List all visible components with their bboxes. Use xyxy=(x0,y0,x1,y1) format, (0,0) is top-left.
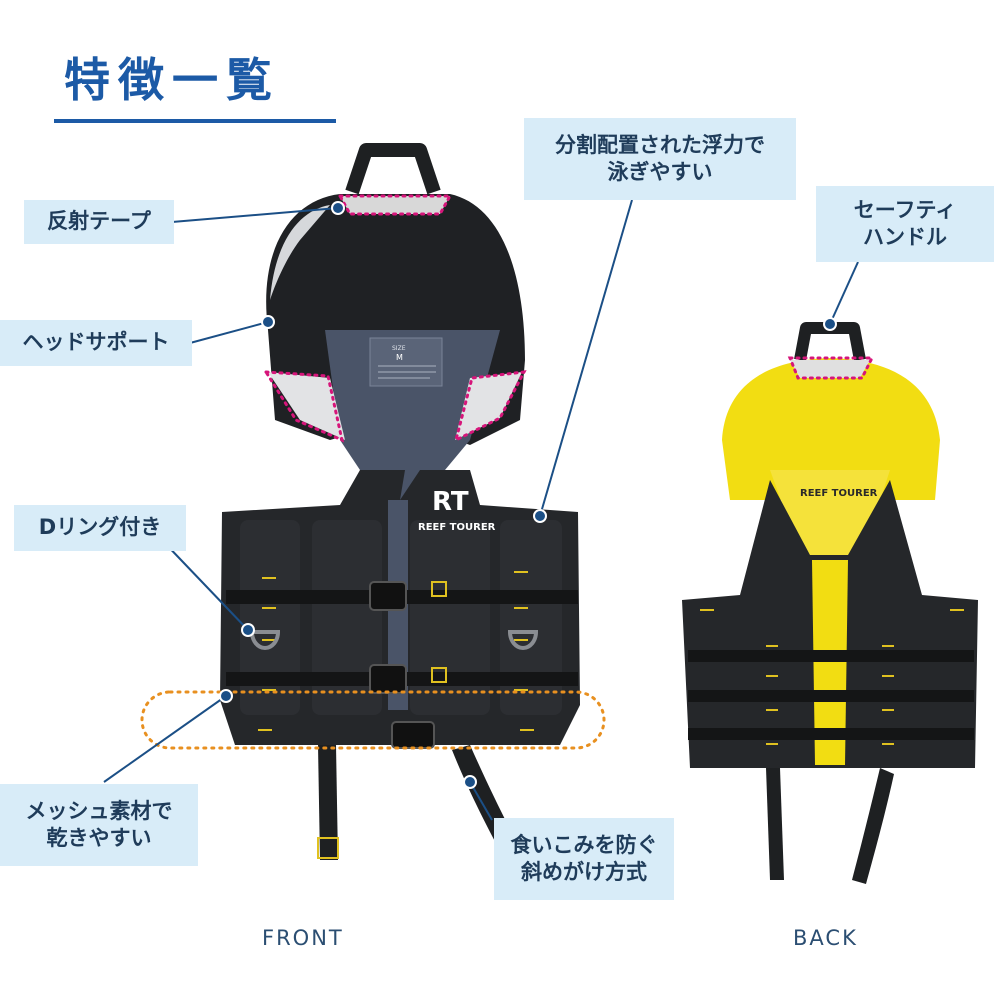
callout-safety-handle: セーフティ ハンドル xyxy=(816,186,994,262)
size-tag xyxy=(369,337,443,387)
highlight-front-right-lapel xyxy=(453,370,527,443)
highlight-back-reflective-tape xyxy=(787,356,875,380)
highlight-outlines xyxy=(140,194,875,750)
size-tag-size: M xyxy=(396,353,403,362)
svg-text:SIZE: SIZE xyxy=(392,345,406,352)
callout-reflective-tape: 反射テープ xyxy=(24,200,174,244)
highlight-mesh-area xyxy=(140,690,606,750)
back-view-label: BACK xyxy=(793,926,858,950)
front-view-label: FRONT xyxy=(262,926,344,950)
svg-text:RT: RT xyxy=(432,487,469,517)
front-vest: SIZE M RT REEF TOURER xyxy=(220,143,580,866)
back-brand: REEF TOURER xyxy=(800,488,878,499)
front-yoke xyxy=(325,330,500,500)
d-ring-left xyxy=(249,630,281,650)
callout-d-ring: Dリング付き xyxy=(14,505,186,551)
front-reflective-tape xyxy=(340,196,450,214)
back-vest: REEF TOURER xyxy=(682,322,978,884)
front-left-leg-strap xyxy=(318,745,338,860)
back-top-handle xyxy=(794,322,866,362)
front-brand: REEF TOURER xyxy=(418,522,496,533)
front-top-handle xyxy=(345,143,441,195)
highlight-front-reflective-tape xyxy=(337,194,453,216)
title-underline xyxy=(54,119,336,123)
callout-head-support: ヘッドサポート xyxy=(0,320,192,366)
leader-lines xyxy=(103,199,859,821)
highlight-front-left-lapel xyxy=(263,370,345,443)
callout-split-buoyancy: 分割配置された浮力で 泳ぎやすい xyxy=(524,118,796,200)
callout-mesh: メッシュ素材で 乾きやすい xyxy=(0,784,198,866)
d-ring-right xyxy=(507,630,539,650)
page-title: 特徴一覧 xyxy=(64,53,280,107)
callout-diagonal-strap: 食いこみを防ぐ 斜めがけ方式 xyxy=(494,818,674,900)
